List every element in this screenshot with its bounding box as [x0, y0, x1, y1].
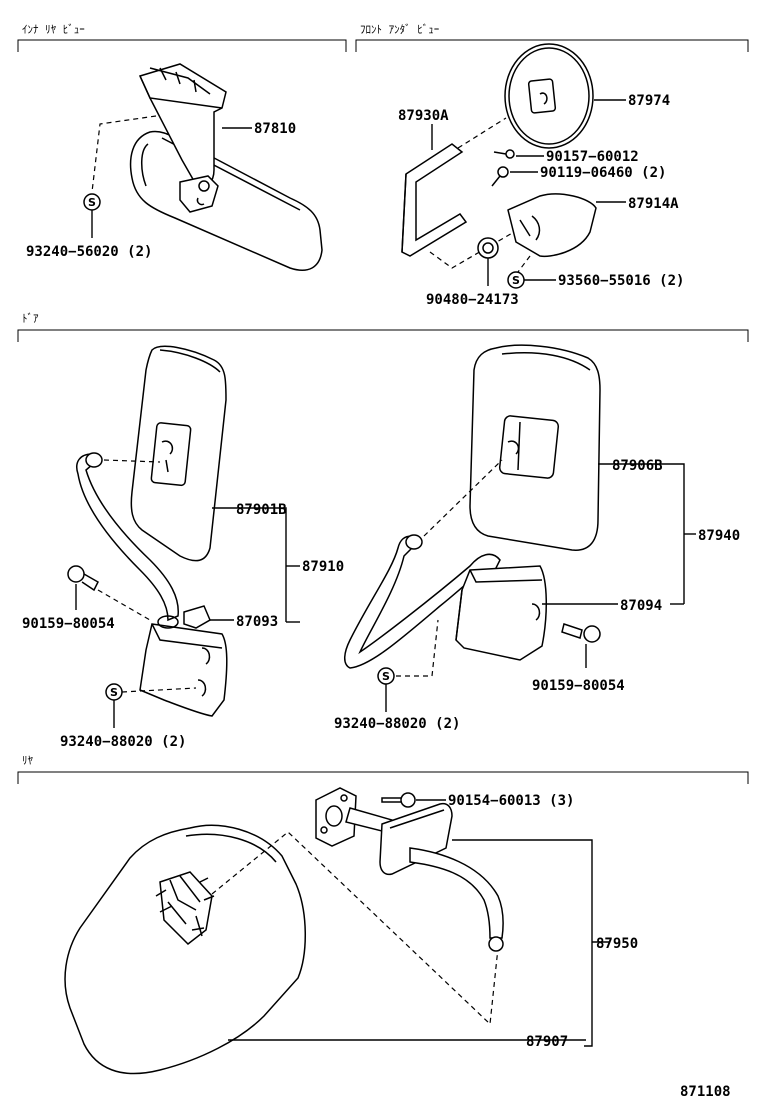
- door-mirror-right: 87906B 87940 87094 90159−80054 S 93240−8…: [334, 344, 740, 732]
- label-90119-06460: 90119−06460 (2): [540, 165, 666, 181]
- section-front-under-view: ﾌﾛﾝﾄ ｱﾝﾀﾞ ﾋﾞｭｰ: [355, 23, 749, 52]
- front-under-view-mirror: 87974 87930A 90157−60012 90119−06460 (2)…: [398, 43, 684, 308]
- label-87907: 87907: [526, 1034, 568, 1050]
- label-93240-88020-right: 93240−88020 (2): [334, 716, 460, 732]
- label-87974: 87974: [628, 93, 670, 109]
- section-door: ﾄﾞｱ: [17, 312, 749, 342]
- label-87906B: 87906B: [612, 458, 663, 474]
- label-90159-80054-left: 90159−80054: [22, 616, 115, 632]
- label-93560-55016: 93560−55016 (2): [558, 273, 684, 289]
- inner-rear-view-mirror: 87810 S 93240−56020 (2): [26, 63, 323, 271]
- svg-text:S: S: [382, 670, 390, 683]
- door-mirror-left: 87901B 87910 87093 90159−80054 S: [22, 345, 344, 750]
- section-label-door: ﾄﾞｱ: [22, 312, 39, 325]
- svg-text:S: S: [110, 686, 118, 699]
- label-93240-56020: 93240−56020 (2): [26, 244, 152, 260]
- label-87940: 87940: [698, 528, 740, 544]
- label-87094: 87094: [620, 598, 662, 614]
- label-90154-60013: 90154−60013 (3): [448, 793, 574, 809]
- s-symbol-93240-88020-left: S: [105, 683, 123, 701]
- section-inner-rear-view: ｲﾝﾅ ﾘﾔ ﾋﾞｭｰ: [17, 23, 347, 52]
- svg-text:S: S: [512, 274, 520, 287]
- section-label-front-under-view: ﾌﾛﾝﾄ ｱﾝﾀﾞ ﾋﾞｭｰ: [360, 23, 439, 36]
- s-symbol-93560-55016: S: [507, 271, 525, 289]
- rear-mirror: 87907 87950 90154−60013 (3): [64, 787, 638, 1075]
- label-87901B: 87901B: [236, 502, 287, 518]
- section-label-inner-rear-view: ｲﾝﾅ ﾘﾔ ﾋﾞｭｰ: [22, 23, 85, 36]
- figure-number: 871108: [680, 1084, 731, 1100]
- label-90157-60012: 90157−60012: [546, 149, 639, 165]
- label-90159-80054-right: 90159−80054: [532, 678, 625, 694]
- label-87093: 87093: [236, 614, 278, 630]
- label-87910: 87910: [302, 559, 344, 575]
- label-87950: 87950: [596, 936, 638, 952]
- label-90480-24173: 90480−24173: [426, 292, 519, 308]
- s-symbol-93240-88020-right: S: [377, 667, 395, 685]
- bolt-90159-80054-right: [561, 623, 601, 643]
- label-87914A: 87914A: [628, 196, 679, 212]
- label-87930A: 87930A: [398, 108, 449, 124]
- label-87810: 87810: [254, 121, 296, 137]
- bolt-90159-80054-left: [67, 565, 99, 592]
- screw-90154-60013: [381, 792, 416, 808]
- section-label-rear: ﾘﾔ: [22, 754, 33, 767]
- label-93240-88020-left: 93240−88020 (2): [60, 734, 186, 750]
- s-symbol-93240-56020: S: [83, 193, 101, 211]
- svg-text:S: S: [88, 196, 96, 209]
- section-rear: ﾘﾔ: [17, 754, 749, 784]
